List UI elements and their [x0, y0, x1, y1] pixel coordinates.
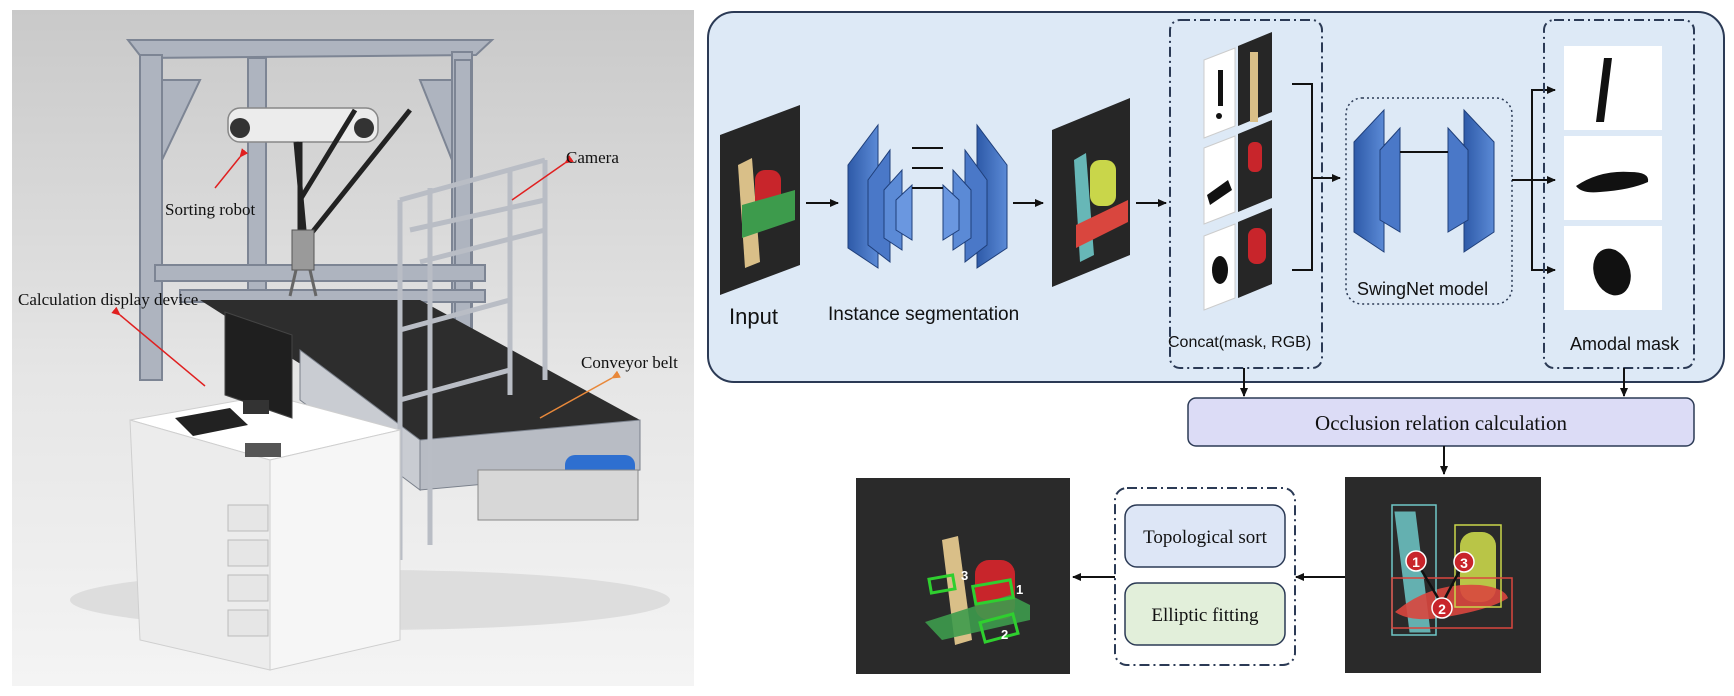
sorting-robot-label: Sorting robot: [165, 200, 255, 219]
occlusion-marker-2-text: 2: [1438, 601, 1446, 617]
camera-label: Camera: [566, 148, 619, 167]
occlusion-label: Occlusion relation calculation: [1315, 411, 1567, 435]
grasp-number-2: 2: [1001, 627, 1008, 642]
desk: [129, 394, 401, 671]
calculation-display-device: [175, 311, 293, 457]
camera-frame: [397, 157, 548, 560]
amodal-label: Amodal mask: [1570, 334, 1680, 354]
calculation-display-arrow: [111, 306, 206, 387]
occlusion-marker-1: [1405, 550, 1427, 572]
elliptic-fitting-box: [1124, 582, 1286, 646]
segmented-image: [1052, 98, 1130, 287]
amodal-group-frame: [1543, 19, 1695, 369]
occlusion-marker-2: [1431, 597, 1453, 619]
conveyor-belt-label: Conveyor belt: [581, 353, 678, 372]
amodal-masks: [1564, 46, 1662, 310]
conveyor-belt-arrow: [539, 370, 621, 419]
occlusion-result-image: 1 2 3: [1345, 477, 1541, 673]
sort-fitting-frame: [1114, 487, 1296, 666]
concat-group-frame: [1169, 19, 1323, 369]
occlusion-marker-1-text: 1: [1412, 554, 1420, 570]
amodal-branch: [1531, 86, 1556, 274]
input-image: [720, 105, 800, 295]
instance-segmentation-block: [847, 123, 1008, 269]
occlusion-marker-3-text: 3: [1460, 555, 1468, 571]
camera-arrow: [511, 155, 574, 201]
grasp-number-3: 3: [961, 568, 968, 583]
occlusion-marker-3: [1453, 551, 1475, 573]
topological-sort-label: Topological sort: [1143, 527, 1267, 548]
grasp-number-1: 1: [1016, 582, 1023, 597]
topological-sort-box: [1124, 504, 1286, 568]
swingnet-frame: [1345, 97, 1513, 305]
concat-label: Concat(mask, RGB): [1168, 334, 1311, 351]
pipeline-panel: Input Instance segmentation: [707, 11, 1725, 383]
occlusion-box: [1187, 397, 1695, 447]
grasp-result-image: 1 2 3: [856, 478, 1070, 674]
calculation-display-label: Calculation display device: [18, 290, 198, 309]
instance-segmentation-label: Instance segmentation: [828, 304, 1019, 325]
concat-pairs: [1203, 32, 1272, 311]
input-label: Input: [729, 304, 778, 329]
sorting-robot-arrow: [214, 148, 249, 189]
swingnet-label: SwingNet model: [1357, 279, 1488, 299]
swingnet-block: [1353, 108, 1495, 253]
system-illustration: Camera Sorting robot Calculation display…: [12, 10, 694, 686]
elliptic-fitting-label: Elliptic fitting: [1151, 605, 1259, 626]
delta-robot: [293, 108, 412, 237]
